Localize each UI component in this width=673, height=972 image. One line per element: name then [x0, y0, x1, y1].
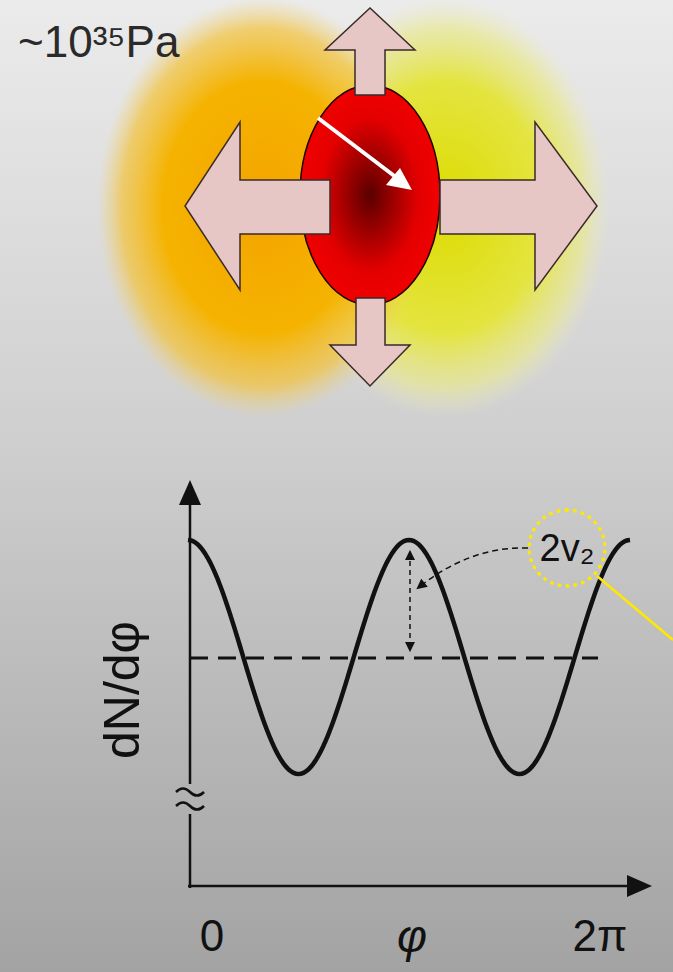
axis-break	[176, 789, 204, 810]
y-axis	[189, 814, 192, 888]
tick-label: 2π	[573, 914, 628, 958]
pointer-arrow-head	[386, 168, 412, 190]
pressure-arrow-right	[440, 122, 597, 290]
axis-variable: φ	[397, 913, 427, 959]
y-axis-head	[179, 480, 201, 505]
cosine-curve	[188, 540, 630, 774]
amplitude-label: 2v₂	[540, 529, 595, 567]
pressure-arrow-left	[185, 122, 330, 290]
pressure-value: ~10³⁵Pa	[18, 20, 179, 64]
axis-title: dN/dφ	[97, 621, 147, 759]
x-axis-head	[627, 875, 652, 897]
amplitude-arrow	[409, 552, 411, 650]
tick-label: 0	[200, 914, 224, 958]
pressure-arrow-down	[330, 298, 410, 386]
pressure-arrow-up	[325, 8, 415, 95]
leader-arrow	[418, 548, 528, 588]
mean-line	[190, 657, 598, 660]
highlight-circle: 2v₂	[527, 508, 608, 589]
x-axis	[188, 885, 630, 888]
highlight-leader	[597, 576, 673, 640]
pointer-arrow	[318, 118, 397, 178]
